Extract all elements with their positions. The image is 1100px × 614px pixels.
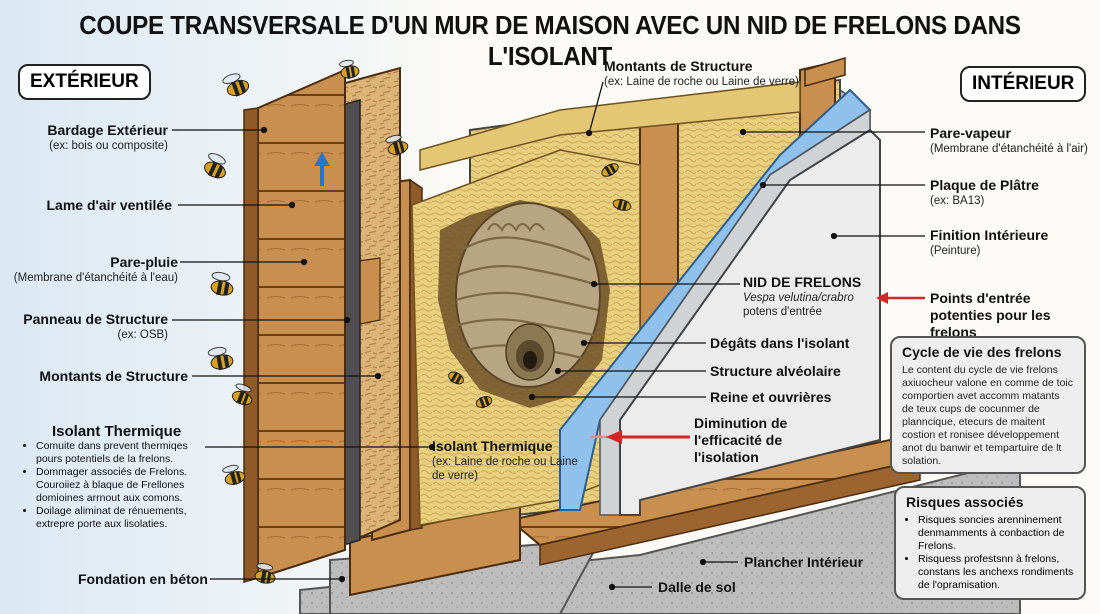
risks-bullets: Risques soncies arenninement denmamments… — [906, 514, 1074, 592]
label-insulation-center: Isolant Thermique (ex: Laine de roche ou… — [432, 438, 578, 482]
label-insulation-left: Isolant Thermique Comuite dans prevent t… — [24, 423, 206, 531]
lifecycle-info-box: Cycle de vie des frelons Le content du c… — [890, 336, 1086, 474]
efficiency-loss-arrow — [590, 430, 690, 444]
lifecycle-body: Le content du cycle de vie frelons axiuo… — [902, 364, 1074, 467]
up-airflow-arrow — [314, 152, 330, 186]
label-exterior-cladding: Bardage Extérieur (ex: bois ou composite… — [47, 122, 168, 152]
label-hornet-nest: NID DE FRELONS Vespa velutina/crabro pot… — [743, 274, 862, 318]
hornet-nest — [455, 202, 601, 388]
risks-info-box: Risques associés Risques soncies arennin… — [894, 486, 1086, 600]
entry-point-arrow — [876, 292, 925, 304]
page-title: COUPE TRANSVERSALE D'UN MUR DE MAISON AV… — [79, 10, 1021, 71]
exterior-badge: EXTÉRIEUR — [18, 64, 151, 100]
hornet-icon — [204, 59, 632, 584]
label-plasterboard: Plaque de Plâtre (ex: BA13) — [930, 177, 1039, 207]
risks-title: Risques associés — [906, 494, 1024, 510]
label-honeycomb-structure: Structure alvéolaire — [710, 363, 841, 379]
label-foundation: Fondation en béton — [78, 571, 208, 587]
label-air-gap: Lame d'air ventilée — [46, 197, 173, 213]
label-queen-workers: Reine et ouvrières — [710, 389, 832, 405]
label-studs-top: Montants de Structure (ex: Laine de roch… — [604, 58, 799, 88]
label-insulation-damage: Dégâts dans l'isolant — [710, 335, 850, 351]
label-structural-panel: Panneau de Structure (ex: OSB) — [23, 311, 168, 341]
label-rain-barrier: Pare-pluie (Membrane d'étanchéité à l'ea… — [13, 254, 178, 284]
interior-badge: INTÉRIEUR — [960, 66, 1087, 102]
label-interior-finish: Finition Intérieure (Peinture) — [930, 227, 1049, 257]
label-floor-slab: Dalle de sol — [658, 579, 736, 595]
insulation-bullets: Comuite dans prevent thermiqes pours pot… — [24, 440, 206, 531]
leader-lines — [172, 81, 925, 591]
label-interior-floor: Plancher Intérieur — [744, 554, 864, 570]
label-studs-left: Montants de Structure — [39, 368, 188, 384]
label-efficiency-loss: Diminution de l'efficacité de l'isolatio… — [694, 415, 788, 465]
lifecycle-title: Cycle de vie des frelons — [902, 344, 1062, 360]
label-vapour-barrier: Pare-vapeur (Membrane d'étanchéité à l'a… — [930, 125, 1088, 155]
label-entry-points: Points d'entrée potenties pour les frelo… — [930, 290, 1051, 340]
